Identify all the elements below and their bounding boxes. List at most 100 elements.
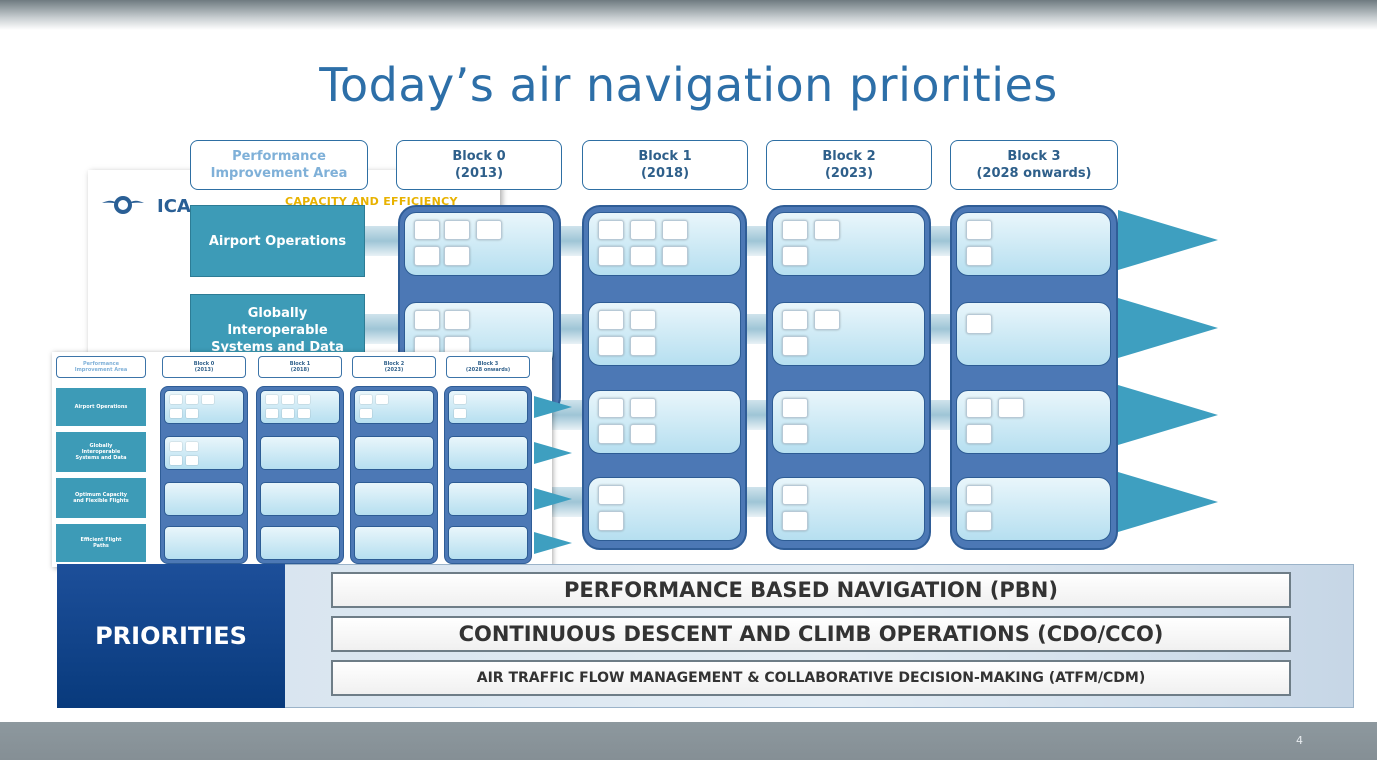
priority-cdo-cco: CONTINUOUS DESCENT AND CLIMB OPERATIONS … bbox=[331, 616, 1291, 652]
module-tile bbox=[630, 246, 656, 266]
inset-arrow bbox=[534, 532, 572, 554]
icao-logo-text: ICA bbox=[157, 196, 191, 217]
module-tile bbox=[630, 220, 656, 240]
inset-cell bbox=[354, 482, 434, 516]
inset-cell bbox=[448, 436, 528, 470]
inset-module-tile bbox=[186, 409, 198, 418]
module-tile bbox=[966, 398, 992, 418]
inset-cell bbox=[448, 482, 528, 516]
module-tile bbox=[414, 310, 440, 330]
module-tile bbox=[814, 220, 840, 240]
arrow-row-4 bbox=[1118, 472, 1218, 532]
module-tile bbox=[966, 314, 992, 334]
block-3-cell bbox=[956, 302, 1111, 366]
inset-module-tile bbox=[298, 395, 310, 404]
module-tile bbox=[966, 485, 992, 505]
inset-module-tile bbox=[170, 442, 182, 451]
module-tile bbox=[782, 485, 808, 505]
inset-module-tile bbox=[266, 409, 278, 418]
inset-module-tile bbox=[266, 395, 278, 404]
background-banner: CAPACITY AND EFFICIENCY bbox=[285, 195, 458, 208]
module-tile bbox=[598, 310, 624, 330]
inset-cell bbox=[448, 526, 528, 560]
inset-arrow bbox=[534, 396, 572, 418]
inset-module-tile bbox=[360, 409, 372, 418]
inset-module-tile bbox=[282, 409, 294, 418]
slide-title: Today’s air navigation priorities bbox=[319, 58, 1058, 112]
header-block-1: Block 1(2018) bbox=[582, 140, 748, 190]
inset-cell bbox=[164, 526, 244, 560]
priorities-label: PRIORITIES bbox=[57, 564, 285, 708]
module-tile bbox=[630, 310, 656, 330]
arrow-row-1 bbox=[1118, 210, 1218, 270]
inset-module-tile bbox=[454, 409, 466, 418]
module-tile bbox=[782, 511, 808, 531]
inset-module-tile bbox=[454, 395, 466, 404]
inset-module-tile bbox=[170, 395, 182, 404]
module-tile bbox=[630, 336, 656, 356]
inset-header-block-0: Block 0(2013) bbox=[162, 356, 246, 378]
inset-module-tile bbox=[298, 409, 310, 418]
priority-pbn: PERFORMANCE BASED NAVIGATION (PBN) bbox=[331, 572, 1291, 608]
module-tile bbox=[598, 398, 624, 418]
inset-cell bbox=[260, 526, 340, 560]
arrow-row-2 bbox=[1118, 298, 1218, 358]
module-tile bbox=[444, 246, 470, 266]
bottom-bar bbox=[0, 722, 1377, 760]
inset-header-block-3: Block 3(2028 onwards) bbox=[446, 356, 530, 378]
module-tile bbox=[444, 310, 470, 330]
inset-cell bbox=[260, 436, 340, 470]
module-tile bbox=[966, 424, 992, 444]
module-tile bbox=[782, 220, 808, 240]
inset-module-tile bbox=[170, 409, 182, 418]
inset-module-tile bbox=[170, 456, 182, 465]
inset-module-tile bbox=[186, 442, 198, 451]
module-tile bbox=[782, 336, 808, 356]
header-block-2: Block 2(2023) bbox=[766, 140, 932, 190]
inset-cell bbox=[164, 482, 244, 516]
module-tile bbox=[630, 398, 656, 418]
inset-module-tile bbox=[186, 456, 198, 465]
module-tile bbox=[476, 220, 502, 240]
module-tile bbox=[782, 398, 808, 418]
inset-cell bbox=[354, 526, 434, 560]
module-tile bbox=[966, 246, 992, 266]
module-tile bbox=[966, 220, 992, 240]
module-tile bbox=[966, 511, 992, 531]
inset-header-block-1: Block 1(2018) bbox=[258, 356, 342, 378]
top-bar bbox=[0, 0, 1377, 30]
inset-module-tile bbox=[282, 395, 294, 404]
module-tile bbox=[598, 336, 624, 356]
module-tile bbox=[414, 246, 440, 266]
inset-module-tile bbox=[186, 395, 198, 404]
module-tile bbox=[598, 485, 624, 505]
module-tile bbox=[414, 220, 440, 240]
module-tile bbox=[598, 511, 624, 531]
header-block-0: Block 0(2013) bbox=[396, 140, 562, 190]
module-tile bbox=[782, 246, 808, 266]
module-tile bbox=[598, 424, 624, 444]
page-number: 4 bbox=[1296, 734, 1303, 747]
module-tile bbox=[782, 310, 808, 330]
area-airport-operations: Airport Operations bbox=[190, 205, 365, 277]
inset-cell bbox=[260, 482, 340, 516]
icao-logo-icon bbox=[102, 196, 144, 214]
inset-module-tile bbox=[360, 395, 372, 404]
header-block-3: Block 3(2028 onwards) bbox=[950, 140, 1118, 190]
inset-module-tile bbox=[202, 395, 214, 404]
module-tile bbox=[998, 398, 1024, 418]
module-tile bbox=[630, 424, 656, 444]
module-tile bbox=[662, 220, 688, 240]
module-tile bbox=[782, 424, 808, 444]
priority-atfm-cdm: AIR TRAFFIC FLOW MANAGEMENT & COLLABORAT… bbox=[331, 660, 1291, 696]
module-tile bbox=[662, 246, 688, 266]
module-tile bbox=[598, 246, 624, 266]
module-tile bbox=[814, 310, 840, 330]
inset-header-block-2: Block 2(2023) bbox=[352, 356, 436, 378]
